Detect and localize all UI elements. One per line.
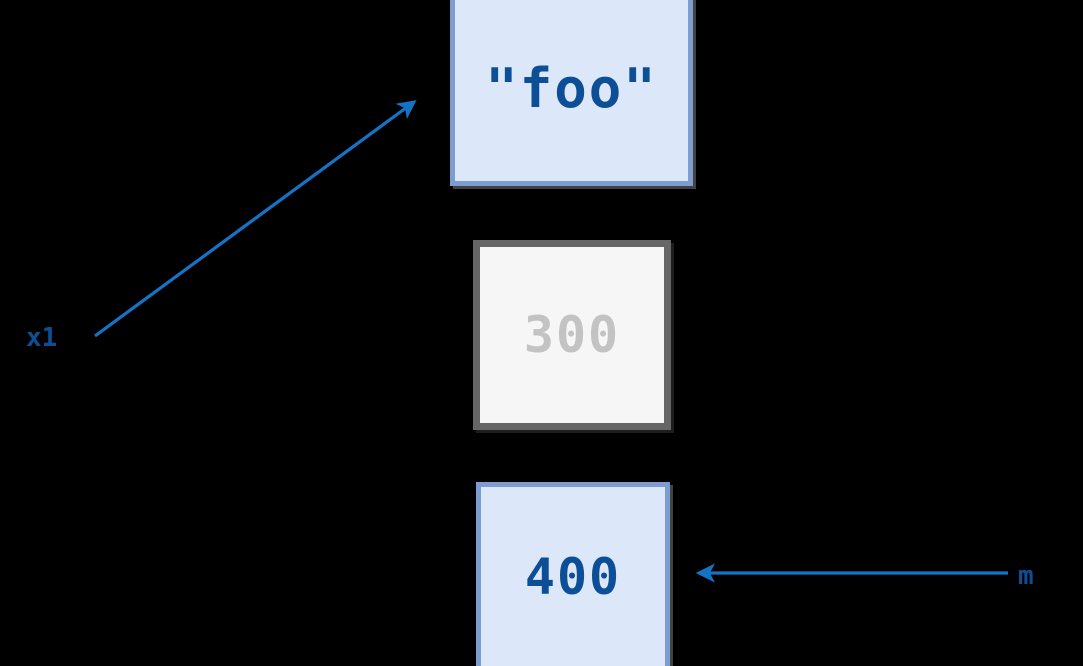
pointer-label-m: m	[1018, 561, 1034, 591]
value-box-300: 300	[473, 240, 671, 430]
value-box-foo: "foo"	[450, 0, 693, 186]
value-box-300-text: 300	[523, 306, 621, 364]
value-box-400: 400	[476, 482, 670, 666]
arrow-x1-to-foo	[94, 100, 417, 338]
value-box-foo-text: "foo"	[485, 56, 658, 120]
value-box-400-text: 400	[524, 548, 622, 606]
pointer-label-x1: x1	[26, 323, 58, 353]
